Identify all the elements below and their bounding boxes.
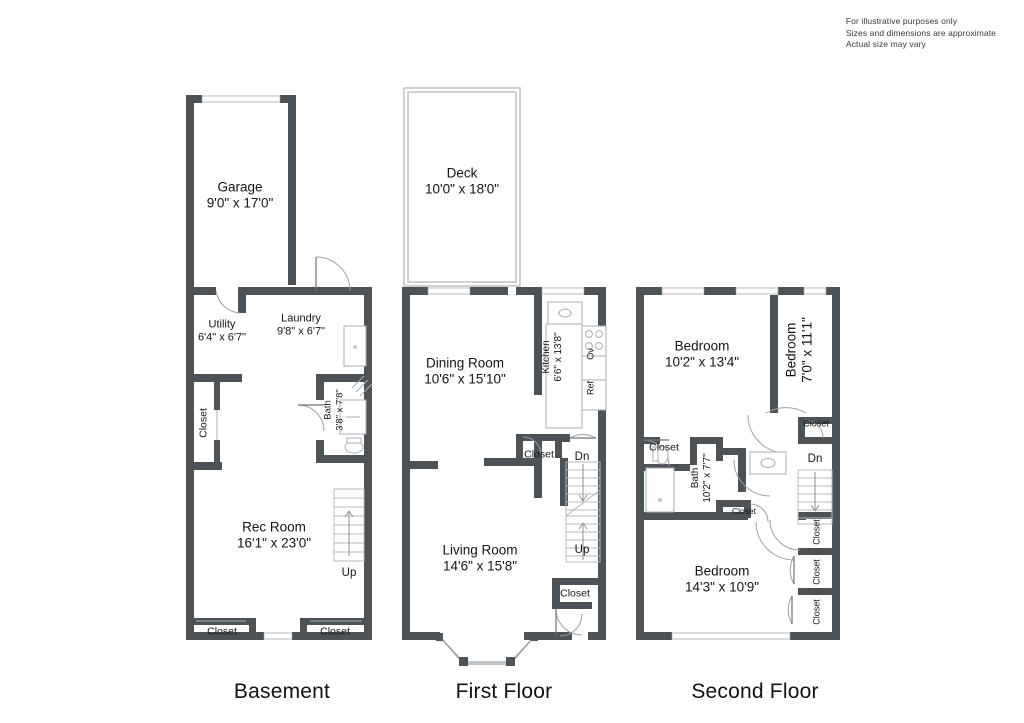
- rec-room-dimensions: 16'1" x 23'0": [236, 536, 312, 551]
- second-room-bedroom-1: Bedroom 10'2" x 13'4": [665, 339, 739, 372]
- second-room-bath: Bath 10'2" x 7'7": [690, 453, 714, 502]
- floor-title-basement: Basement: [233, 680, 331, 703]
- second-closet-right-2: Closet: [811, 559, 822, 585]
- basement-room-rec: Rec Room 16'1" x 23'0": [237, 520, 311, 553]
- disclaimer-line-3: Actual size may vary: [845, 39, 926, 49]
- living-room-dimensions: 14'6" x 15'8": [442, 559, 518, 574]
- first-stair-up-label: Up: [574, 543, 590, 556]
- second-closet-left: Closet: [649, 441, 679, 454]
- second-stair-dn-label: Dn: [807, 452, 823, 465]
- bedroom-3-name: Bedroom: [694, 563, 750, 579]
- bedroom-1-name: Bedroom: [674, 338, 730, 354]
- floor-title-first: First Floor: [455, 680, 553, 703]
- deck-dimensions: 10'0" x 18'0": [424, 182, 500, 197]
- garage-name: Garage: [217, 179, 263, 195]
- basement-stair-up-label: Up: [341, 566, 357, 579]
- second-closet-upper-right: Closet: [803, 418, 829, 429]
- second-closet-right-1: Closet: [811, 519, 822, 545]
- floor-title-second: Second Floor: [691, 680, 819, 703]
- basement-room-utility: Utility 6'4" x 6'7": [198, 319, 246, 346]
- first-room-dining: Dining Room 10'6" x 15'10": [424, 356, 506, 389]
- first-room-deck: Deck 10'0" x 18'0": [425, 166, 499, 199]
- garage-dimensions: 9'0" x 17'0": [206, 196, 274, 211]
- second-bath-dimensions: 10'2" x 7'7": [702, 453, 713, 503]
- basement-closet-bottom-left: Closet: [207, 625, 237, 638]
- dining-room-dimensions: 10'6" x 15'10": [424, 372, 506, 387]
- bedroom-2-dimensions: 7'0" x 11'1": [800, 317, 815, 383]
- second-closet-mid-small: Closet: [731, 505, 757, 516]
- second-room-bedroom-2: Bedroom 7'0" x 11'1": [784, 317, 817, 383]
- deck-name: Deck: [446, 165, 478, 181]
- second-closet-right-3: Closet: [811, 599, 822, 625]
- first-closet-mid: Closet: [524, 448, 554, 461]
- disclaimer-block: For illustrative purposes only Sizes and…: [846, 16, 996, 51]
- utility-name: Utility: [208, 318, 236, 331]
- basement-room-laundry: Laundry 9'8" x 6'7": [277, 313, 325, 340]
- laundry-dimensions: 9'8" x 6'7": [276, 326, 326, 338]
- basement-room-garage: Garage 9'0" x 17'0": [207, 180, 274, 213]
- rec-room-name: Rec Room: [242, 519, 306, 535]
- disclaimer-line-2: Sizes and dimensions are approximate: [845, 27, 996, 38]
- first-closet-low: Closet: [560, 587, 590, 600]
- laundry-name: Laundry: [281, 312, 321, 325]
- utility-dimensions: 6'4" x 6'7": [197, 332, 247, 344]
- first-stair-dn-label: Dn: [574, 450, 590, 463]
- first-room-living: Living Room 14'6" x 15'8": [442, 543, 517, 576]
- second-bath-name: Bath: [689, 467, 701, 489]
- first-floor-geometry: [402, 87, 607, 666]
- basement-geometry: [186, 95, 373, 640]
- basement-closet-bottom-right: Closet: [320, 625, 350, 638]
- bedroom-1-dimensions: 10'2" x 13'4": [664, 355, 740, 370]
- bedroom-2-name: Bedroom: [783, 322, 799, 378]
- second-floor-geometry: [636, 287, 840, 640]
- bedroom-3-dimensions: 14'3" x 10'9": [684, 580, 760, 595]
- dining-room-name: Dining Room: [425, 355, 505, 371]
- disclaimer-line-1: For illustrative purposes only: [845, 16, 958, 26]
- second-room-bedroom-3: Bedroom 14'3" x 10'9": [685, 564, 759, 597]
- living-room-name: Living Room: [442, 542, 518, 558]
